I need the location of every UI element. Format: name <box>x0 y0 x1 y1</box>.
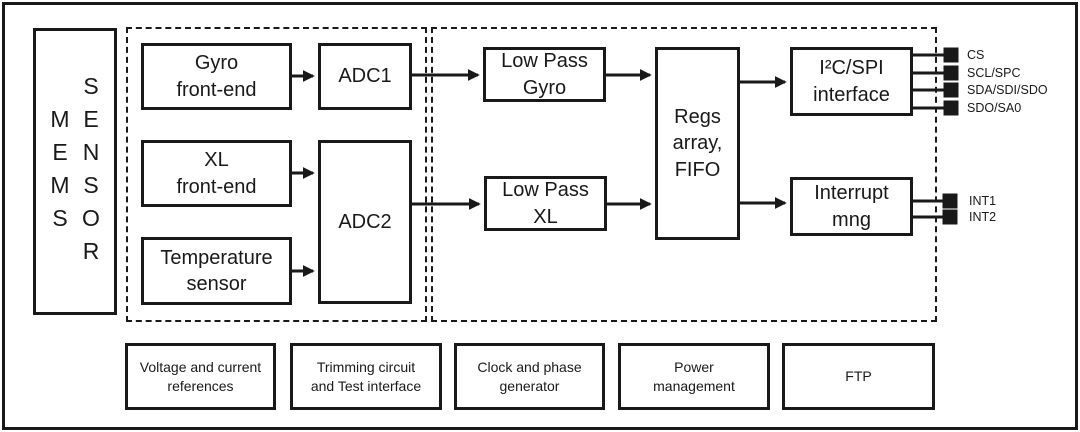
block-mems-sensor: MEMS SENSOR <box>33 28 117 315</box>
block-xl-front-end: XL front-end <box>141 140 292 207</box>
block-temperature-sensor: Temperature sensor <box>141 237 292 305</box>
block-regs-array-fifo: Regs array, FIFO <box>655 47 740 240</box>
block-voltage-current-references: Voltage and current references <box>125 343 276 410</box>
analog-frontend-dashed-group <box>126 27 427 322</box>
pin-label-cs: CS <box>967 47 985 62</box>
block-trimming-test-interface: Trimming circuit and Test interface <box>290 343 442 410</box>
pin-label-sda-sdi-sdo: SDA/SDI/SDO <box>967 82 1048 97</box>
block-adc2: ADC2 <box>318 140 412 304</box>
pin-label-sdo-sa0: SDO/SA0 <box>967 100 1022 115</box>
block-clock-phase-generator: Clock and phase generator <box>454 343 605 410</box>
mems-word: MEMS <box>47 105 73 238</box>
block-low-pass-gyro: Low Pass Gyro <box>483 47 606 102</box>
pin-label-scl-spc: SCL/SPC <box>967 65 1021 80</box>
mems-sensor-vertical-text: MEMS SENSOR <box>47 72 104 271</box>
block-adc1: ADC1 <box>318 43 412 110</box>
block-ftp: FTP <box>782 343 935 410</box>
block-power-management: Power management <box>618 343 770 410</box>
block-i2c-spi-interface: I²C/SPI interface <box>790 47 913 116</box>
pin-label-int1: INT1 <box>969 193 997 208</box>
block-interrupt-mng: Interrupt mng <box>790 177 913 236</box>
digital-dashed-group <box>431 27 937 322</box>
pin-label-int2: INT2 <box>969 209 997 224</box>
block-low-pass-xl: Low Pass XL <box>484 176 607 231</box>
block-gyro-front-end: Gyro front-end <box>141 43 292 110</box>
sensor-word: SENSOR <box>78 72 104 271</box>
